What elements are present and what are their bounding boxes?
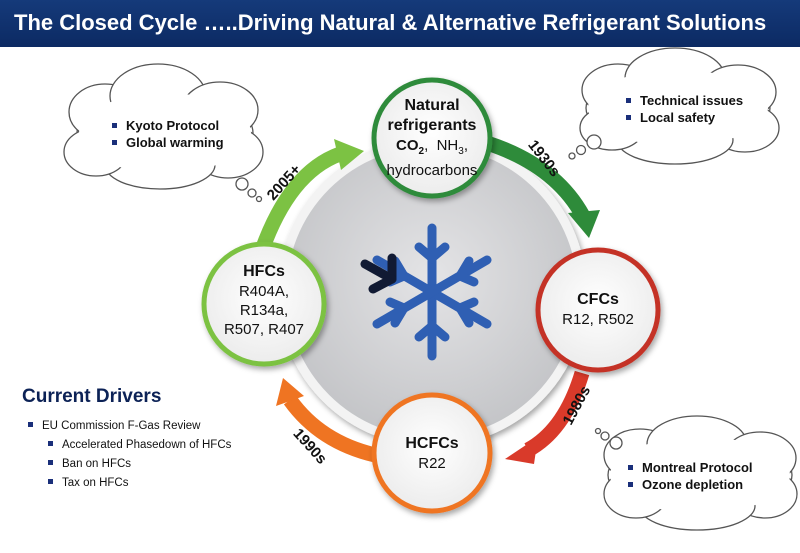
arrow-1980s-head: [505, 437, 538, 464]
hfcs-line3: R507, R407: [223, 321, 305, 338]
node-natural: Natural refrigerants CO2, NH3, hydrocarb…: [374, 96, 490, 180]
cloud-top-right-list: Technical issues Local safety: [626, 92, 743, 126]
node-cfcs-circle: [535, 247, 661, 373]
cloud-item: Ozone depletion: [628, 476, 753, 493]
snowflake-shadow-icon: [360, 253, 397, 294]
arrow-2005: [254, 146, 343, 253]
node-natural-circle: [371, 77, 493, 199]
arrow-2005-head: [334, 139, 364, 170]
title-banner: The Closed Cycle …..Driving Natural & Al…: [0, 0, 800, 47]
cloud-item: Kyoto Protocol: [112, 117, 224, 134]
hfcs-line2: R134a,: [239, 302, 289, 319]
cloud-item: Global warming: [112, 134, 224, 151]
drivers-title: Current Drivers: [22, 386, 162, 407]
natural-hydrocarbons: hydrocarbons: [386, 162, 478, 179]
drivers-list: EU Commission F-Gas Review Accelerated P…: [28, 417, 231, 493]
arrow-1990s: [283, 395, 377, 463]
hfcs-line1: R404A,: [238, 283, 290, 300]
natural-title-line1: Natural: [404, 97, 460, 114]
node-cfcs: CFCs R12, R502: [538, 290, 658, 329]
cfcs-title: CFCs: [577, 291, 619, 308]
cloud-item: Montreal Protocol: [628, 459, 753, 476]
drivers-sub-item: Ban on HFCs: [28, 455, 231, 474]
arrow-1990s-head: [276, 378, 304, 406]
drivers-sub-item: Tax on HFCs: [28, 474, 231, 493]
cloud-item: Technical issues: [626, 92, 743, 109]
natural-title-line2: refrigerants: [387, 117, 477, 134]
cloud-top-left-list: Kyoto Protocol Global warming: [112, 117, 224, 151]
drivers-main-item: EU Commission F-Gas Review: [28, 417, 231, 436]
node-hfcs-circle: [201, 241, 327, 367]
node-hcfcs-circle: [371, 392, 493, 514]
arrow-1930s-head: [568, 210, 600, 238]
hcfcs-title: HCFCs: [405, 435, 459, 452]
arrow-1930s: [484, 135, 590, 220]
page-title: The Closed Cycle …..Driving Natural & Al…: [14, 10, 767, 35]
node-hfcs: HFCs R404A, R134a, R507, R407: [204, 262, 324, 339]
drivers-sub-item: Accelerated Phasedown of HFCs: [28, 436, 231, 455]
natural-formulas: CO2, NH3,: [396, 137, 468, 157]
cloud-item: Local safety: [626, 109, 743, 126]
hcfcs-values: R22: [418, 455, 446, 472]
node-hcfcs: HCFCs R22: [372, 434, 492, 473]
hfcs-title: HFCs: [243, 263, 285, 280]
cfcs-values: R12, R502: [562, 311, 634, 328]
cloud-bottom-right-list: Montreal Protocol Ozone depletion: [628, 459, 753, 493]
